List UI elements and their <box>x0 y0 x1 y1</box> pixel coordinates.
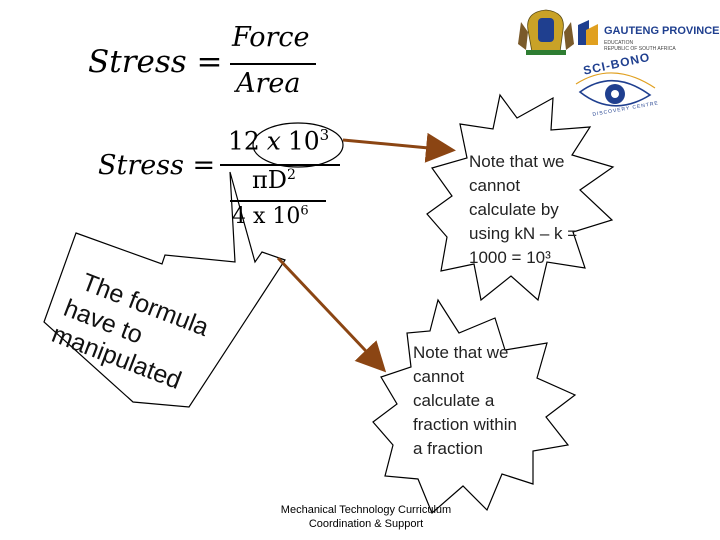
eq2-num-x: x <box>266 126 281 156</box>
note-2-line: calculate a <box>413 391 495 410</box>
note-2-line: Note that we <box>413 343 509 362</box>
note-2-text: Note that we cannot calculate a fraction… <box>413 341 543 461</box>
eq2-den-top: πD2 <box>252 166 296 195</box>
gauteng-sub1: EDUCATION <box>604 40 634 46</box>
callout-shape <box>43 171 286 408</box>
footer-line-2: Coordination & Support <box>308 518 424 530</box>
burst-note-1 <box>426 93 615 302</box>
eq2-num-exp: 3 <box>319 126 330 144</box>
note-2-line: cannot <box>413 367 465 386</box>
eq2-den-bottom-coeff: 4 x 10 <box>232 204 301 229</box>
eq1-denominator: Area <box>236 68 301 99</box>
gauteng-coat-of-arms-icon <box>518 9 574 55</box>
note-1-line: cannot <box>469 176 521 195</box>
footer-line-1: Mechanical Technology Curriculum <box>280 504 452 516</box>
eq1-fraction-bar <box>230 63 316 65</box>
note-2-line: a fraction <box>413 439 483 458</box>
note-1-text: Note that we cannot calculate by using k… <box>469 150 599 270</box>
eq2-num-base: 10 <box>287 126 320 156</box>
scibono-eye-icon <box>575 72 656 107</box>
arrow-to-note-2 <box>276 256 387 373</box>
note-1-line: Note that we <box>469 152 565 171</box>
burst-note-2 <box>372 298 577 515</box>
numerator-highlight-circle <box>252 122 344 168</box>
eq1-lhs: Stress = <box>88 44 223 80</box>
eq2-fraction-bar <box>220 164 340 166</box>
note-2-line: fraction within <box>413 415 517 434</box>
eq2-den-bottom-exp: 6 <box>300 203 309 219</box>
gauteng-sub2: REPUBLIC OF SOUTH AFRICA <box>604 46 676 52</box>
gauteng-emblem-icon <box>578 20 598 45</box>
eq2-den-top-base: πD <box>252 166 288 194</box>
eq1-numerator: Force <box>232 22 310 53</box>
gauteng-title: GAUTENG PROVINCE <box>604 25 720 37</box>
eq2-den-top-exp: 2 <box>287 167 296 183</box>
eq2-lhs: Stress = <box>98 150 216 181</box>
eq2-inner-fraction-bar <box>230 200 326 202</box>
note-1-line: calculate by <box>469 200 559 219</box>
note-1-line: using kN – k = <box>469 224 578 243</box>
arrow-to-note-1 <box>342 132 456 163</box>
eq2-numerator: 12 x 103 <box>228 126 329 156</box>
note-1-line: 1000 = 10³ <box>469 248 551 267</box>
footer-text: Mechanical Technology Curriculum Coordin… <box>256 503 476 531</box>
eq2-num-coeff: 12 <box>228 126 260 156</box>
eq2-den-bottom: 4 x 106 <box>232 203 309 229</box>
